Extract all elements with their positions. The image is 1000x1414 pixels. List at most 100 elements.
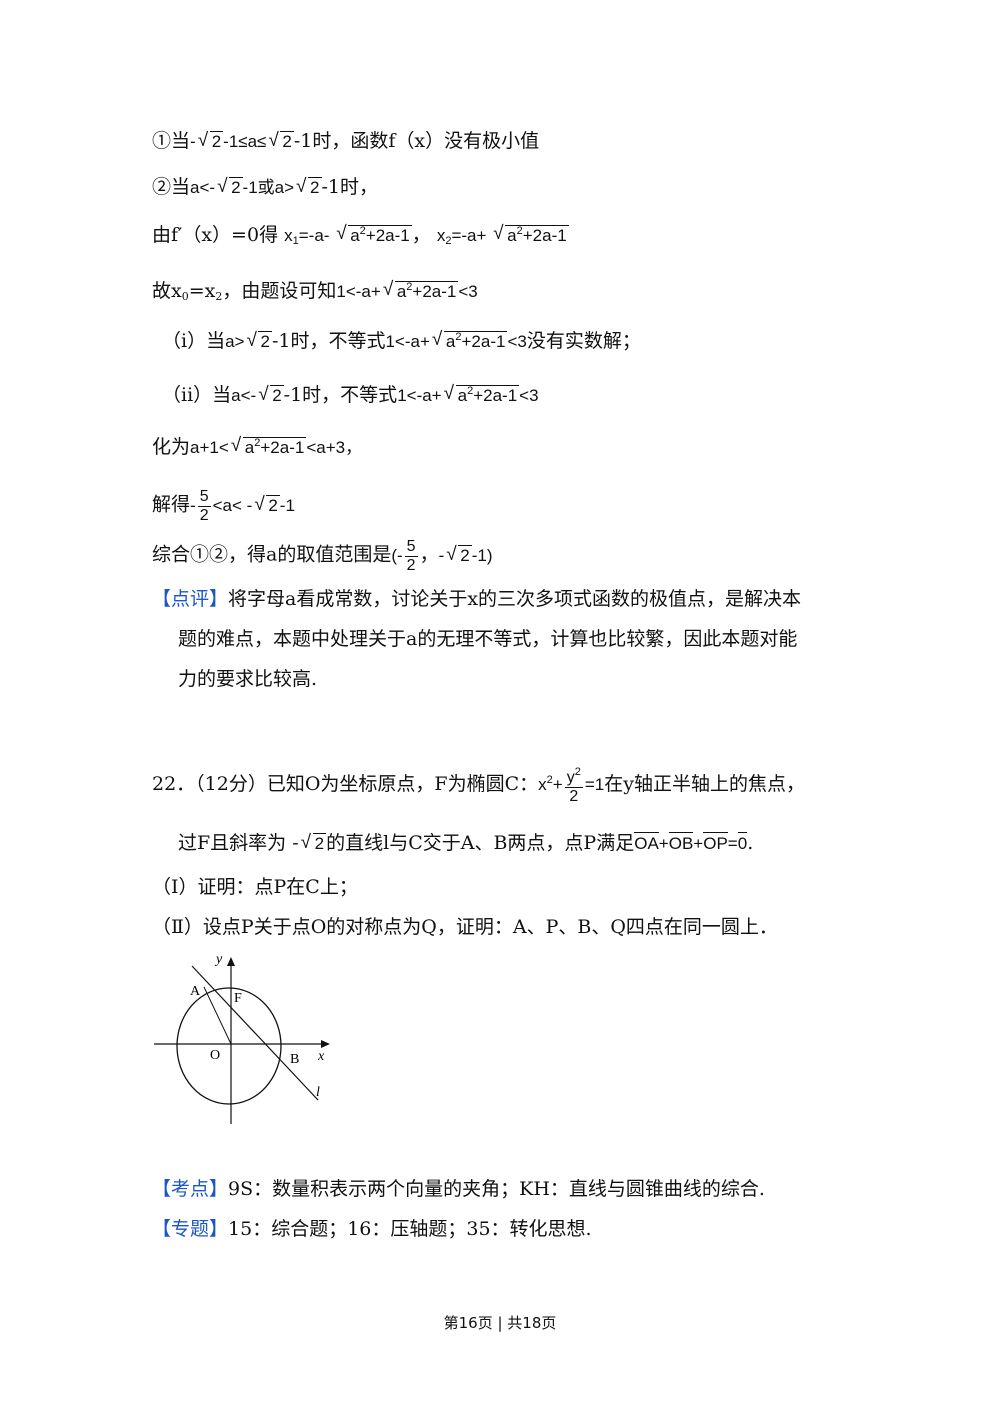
text: （i）当 bbox=[162, 330, 226, 352]
text: a<- bbox=[190, 178, 216, 197]
solution-line-2: ②当a<-2-1或a>2-1时， bbox=[152, 176, 379, 198]
comment-tag: 【点评】 bbox=[152, 588, 229, 610]
text: a> bbox=[274, 178, 295, 197]
segment-af bbox=[203, 986, 232, 1045]
radicand: 2 bbox=[266, 494, 280, 515]
comment-text: 将字母a看成常数，讨论关于x的三次多项式函数的极值点，是解决本 bbox=[228, 588, 802, 610]
text: + bbox=[658, 834, 669, 853]
text: a bbox=[507, 226, 517, 245]
text: ①当 bbox=[152, 130, 191, 152]
text: a bbox=[350, 226, 360, 245]
text: a+1< bbox=[190, 438, 229, 457]
superscript: 2 bbox=[516, 225, 523, 237]
superscript: 2 bbox=[467, 385, 474, 397]
text: 没有实数解； bbox=[526, 330, 641, 352]
sqrt: a2+2a-1 bbox=[493, 224, 569, 245]
text: +2a-1 bbox=[461, 332, 506, 351]
text: +2a-1 bbox=[473, 386, 518, 405]
sqrt: 2 bbox=[198, 131, 224, 151]
superscript: 2 bbox=[359, 225, 366, 237]
text: ， bbox=[419, 543, 439, 566]
text: 解得 bbox=[152, 493, 191, 516]
fraction: y2 2 bbox=[564, 766, 583, 805]
numerator: 5 bbox=[197, 488, 211, 507]
text: 过F且斜率为 - bbox=[178, 832, 299, 854]
text: a bbox=[396, 282, 407, 301]
problem-part-1: （Ⅰ）证明：点P在C上； bbox=[152, 878, 358, 897]
comment-text: 题的难点，本题中处理关于a的无理不等式，计算也比较繁，因此本题对能 bbox=[178, 628, 798, 650]
text: 综合①②，得a的取值范围是 bbox=[152, 543, 392, 566]
text: <a+3， bbox=[306, 438, 363, 457]
text: （ii）当 bbox=[162, 384, 232, 406]
problem-number: 22．（12分）已知O为坐标原点，F为椭圆C： bbox=[152, 773, 539, 796]
text: （Ⅱ）设点P关于点O的对称点为Q，证明：A、P、B、Q四点在同一圆上． bbox=[152, 916, 778, 938]
text: <3 bbox=[458, 282, 478, 301]
page-footer: 第16页 | 共18页 bbox=[443, 1314, 557, 1332]
superscript: 2 bbox=[574, 766, 581, 778]
vector-zero: 0 bbox=[737, 832, 748, 853]
label-x: x bbox=[317, 1049, 325, 1064]
x-arrow-icon bbox=[321, 1040, 330, 1048]
sqrt: a2+2a-1 bbox=[383, 280, 459, 301]
solution-line-4: 故x0=x2，由题设可知1<-a+a2+2a-1<3 bbox=[152, 280, 478, 303]
sqrt: 2 bbox=[446, 544, 472, 565]
kaodian-line: 【考点】9S：数量积表示两个向量的夹角；KH：直线与圆锥曲线的综合. bbox=[152, 1180, 765, 1199]
zhuanti-tag: 【专题】 bbox=[152, 1218, 229, 1240]
sqrt: 2 bbox=[296, 177, 322, 197]
subscript: 2 bbox=[215, 290, 223, 303]
ellipse-diagram: y x A F O B l bbox=[154, 952, 330, 1124]
label-y: y bbox=[214, 952, 223, 967]
sqrt: a2+2a-1 bbox=[336, 224, 412, 245]
sqrt: 2 bbox=[254, 494, 280, 515]
text: a bbox=[445, 332, 456, 351]
text: ， bbox=[411, 224, 431, 246]
problem-part-2: （Ⅱ）设点P关于点O的对称点为Q，证明：A、P、B、Q四点在同一圆上． bbox=[152, 918, 778, 937]
radicand: 2 bbox=[229, 177, 243, 197]
text: -1 bbox=[279, 495, 295, 515]
text: <a< bbox=[212, 495, 242, 515]
vector-oa: OA bbox=[634, 832, 659, 853]
text: -1时， bbox=[321, 176, 379, 198]
sqrt: a2+2a-1 bbox=[231, 436, 307, 457]
comment-line-2: 题的难点，本题中处理关于a的无理不等式，计算也比较繁，因此本题对能 bbox=[178, 630, 797, 649]
radicand: 2 bbox=[458, 544, 472, 565]
superscript: 2 bbox=[455, 331, 462, 343]
text: y bbox=[566, 769, 575, 786]
text: <3 bbox=[519, 386, 539, 405]
radicand: 2 bbox=[312, 833, 327, 853]
line-l bbox=[191, 965, 319, 1101]
label-a: A bbox=[190, 984, 201, 999]
solution-line-9: 综合①②，得a的取值范围是(-52，-2-1) bbox=[152, 538, 493, 574]
text: x bbox=[284, 226, 293, 245]
text: x bbox=[436, 226, 446, 245]
text: -1≤a≤ bbox=[223, 132, 267, 151]
text: =1 bbox=[584, 775, 605, 795]
text: 1<-a+ bbox=[385, 332, 430, 351]
text: -1) bbox=[471, 545, 493, 565]
denominator: 2 bbox=[569, 787, 579, 805]
text: a bbox=[457, 386, 468, 405]
text: 在y轴正半轴上的焦点， bbox=[604, 773, 805, 796]
text: 由f′（x）=0得 bbox=[152, 224, 279, 246]
kaodian-tag: 【考点】 bbox=[152, 1178, 229, 1200]
text: 1<-a+ bbox=[397, 386, 442, 405]
solution-line-7: 化为a+1<a2+2a-1<a+3， bbox=[152, 436, 363, 458]
sqrt: a2+2a-1 bbox=[444, 384, 520, 405]
text: + bbox=[693, 834, 704, 853]
subscript: 1 bbox=[292, 235, 299, 247]
text: +2a-1 bbox=[412, 282, 457, 301]
text: =-a- bbox=[298, 226, 330, 245]
zhuanti-line: 【专题】15：综合题；16：压轴题；35：转化思想. bbox=[152, 1220, 592, 1239]
text: 化为 bbox=[152, 436, 191, 458]
comment-line-3: 力的要求比较高. bbox=[178, 670, 317, 689]
text: = bbox=[727, 834, 738, 853]
denominator: 2 bbox=[199, 506, 209, 524]
text: - bbox=[438, 545, 445, 565]
comment-text: 力的要求比较高. bbox=[178, 668, 318, 690]
superscript: 2 bbox=[254, 437, 261, 449]
text: x bbox=[538, 775, 547, 795]
